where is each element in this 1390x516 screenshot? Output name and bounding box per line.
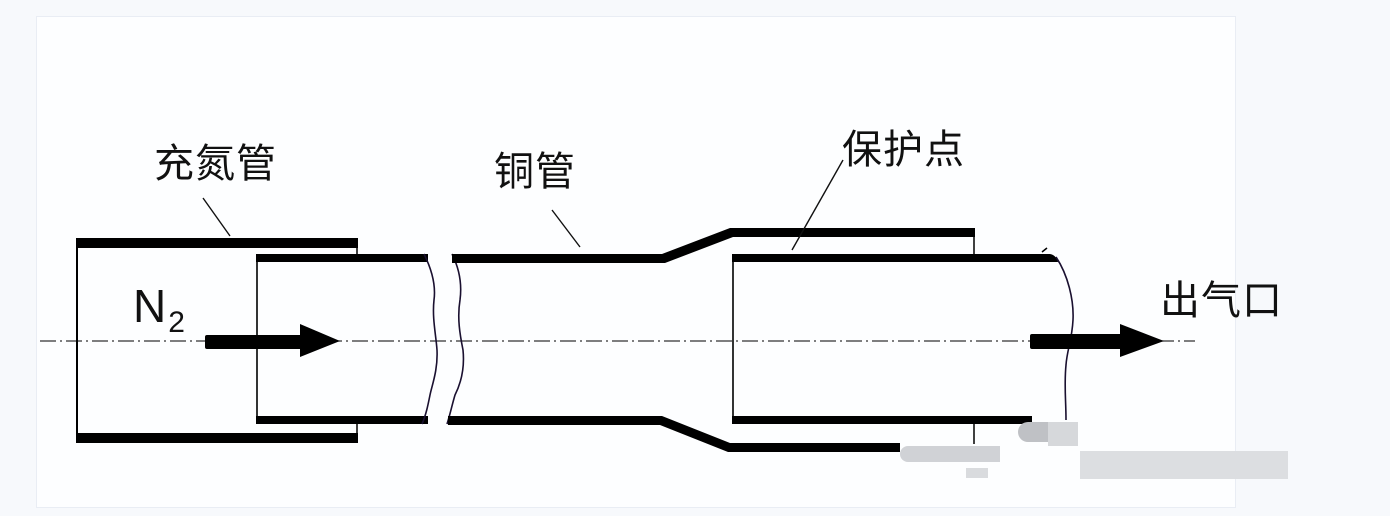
copper-tube-right — [732, 247, 1074, 424]
gas-outlet-label: 出气口 — [1160, 278, 1283, 324]
blur-artifact — [1018, 422, 1048, 442]
inlet-arrow-icon — [205, 324, 340, 357]
blur-artifact — [1048, 422, 1078, 446]
blur-artifact — [900, 446, 1000, 462]
watermark-bar — [1080, 451, 1288, 479]
nitrogen-tube-label: 充氮管 — [154, 141, 277, 187]
copper-tube-label: 铜管 — [494, 149, 576, 195]
break-lines — [421, 253, 465, 425]
copper-tube-middle — [448, 228, 975, 452]
nitrogen-symbol-letter: N — [133, 280, 167, 332]
nitrogen-symbol-subscript: 2 — [168, 306, 185, 339]
nitrogen-tube — [76, 238, 358, 443]
outlet-arrow-icon — [1030, 324, 1164, 357]
leader-lines — [202, 159, 844, 251]
protection-point-label: 保护点 — [842, 127, 965, 173]
blur-artifact — [966, 468, 988, 478]
nitrogen-symbol: N2 — [133, 280, 185, 338]
